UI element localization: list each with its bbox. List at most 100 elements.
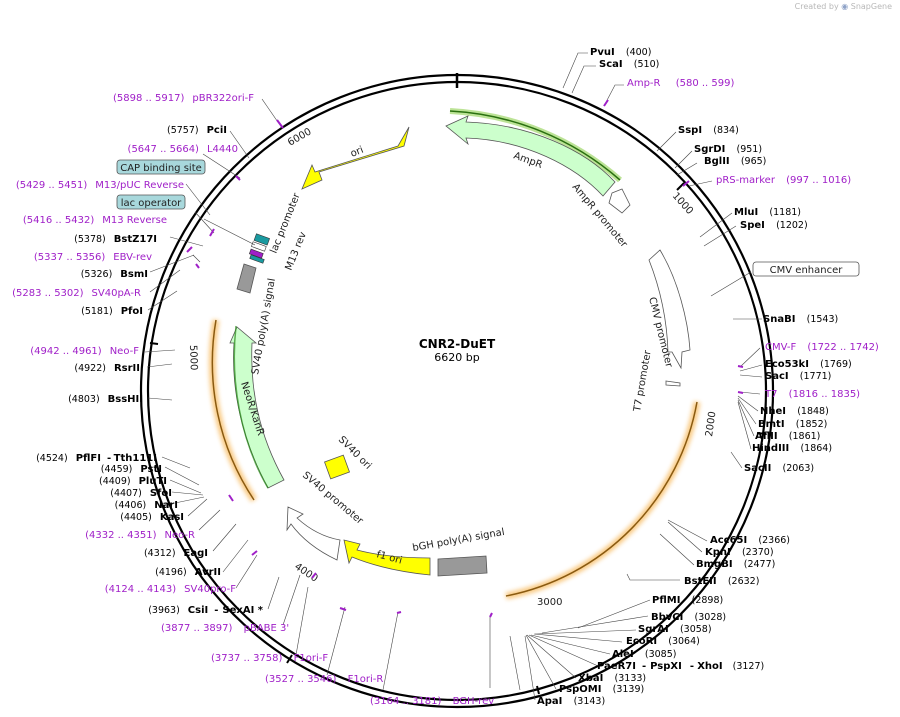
primer-f1ori-r[interactable]: F1ori-R	[348, 674, 384, 685]
site-bsteii[interactable]: BstEII	[684, 576, 717, 587]
plasmid-size: 6620 bp	[434, 351, 479, 364]
site-sgrdi[interactable]: SgrDI	[694, 144, 725, 155]
site-bbvci-pos: (3028)	[695, 612, 727, 623]
site-sgrai-pos: (3058)	[680, 624, 712, 635]
primer-sv40pa-r[interactable]: SV40pA-R	[92, 288, 141, 299]
site-kasi[interactable]: KasI	[160, 512, 184, 523]
cap-site-label[interactable]: CAP binding site	[120, 163, 202, 174]
site-pflmi-pos: (2898)	[692, 595, 724, 606]
svg-text:(4409)PluTI: (4409)PluTI	[99, 476, 167, 487]
site-sfoi-pos: (4407)	[110, 488, 142, 499]
site-tth111i[interactable]: Tth111I	[114, 453, 157, 464]
site-pspxi[interactable]: PspXI	[650, 661, 682, 672]
primer-l4440[interactable]: L4440	[207, 144, 238, 155]
primer-ebv-rev[interactable]: EBV-rev	[113, 252, 152, 263]
sv40-ori-block	[324, 454, 350, 480]
site-apai-pos: (3143)	[574, 696, 606, 707]
primer-pbr322ori-f[interactable]: pBR322ori-F	[192, 93, 254, 104]
svg-text:(4524)PflFI-Tth111I: (4524)PflFI-Tth111I	[36, 453, 157, 464]
site-scai-pos: (510)	[634, 59, 660, 70]
lac-promoter-block	[251, 241, 267, 252]
site-avrii[interactable]: AvrII	[195, 567, 221, 578]
site-pcii[interactable]: PciI	[207, 125, 227, 136]
site-eagi[interactable]: EagI	[184, 548, 208, 559]
primer-neo-f[interactable]: Neo-F	[110, 346, 140, 357]
site-paer7i[interactable]: PaeR7I	[597, 661, 636, 672]
svg-text:Acc65I (2366): Acc65I (2366)	[710, 535, 790, 546]
site-bsshii[interactable]: BssHII	[108, 394, 143, 405]
site-alei-pos: (3085)	[645, 649, 677, 660]
svg-text:SgrAI (3058): SgrAI (3058)	[638, 624, 712, 635]
site-xbai[interactable]: XbaI	[578, 673, 603, 684]
site-bmgbi[interactable]: BmgBI	[696, 559, 733, 570]
site-pluti[interactable]: PluTI	[139, 476, 167, 487]
site-pvui[interactable]: PvuI	[590, 47, 615, 58]
site-sacii[interactable]: SacII	[744, 463, 771, 474]
primer-pbabe3[interactable]: pBABE 3'	[244, 623, 290, 634]
site-saci[interactable]: SacI	[765, 371, 789, 382]
site-ecori-pos: (3064)	[668, 636, 700, 647]
primer-amp-r[interactable]: Amp-R	[627, 78, 661, 89]
site-bbvci[interactable]: BbvCI	[651, 612, 683, 623]
primer-neo-r[interactable]: Neo-R	[165, 530, 196, 541]
site-rsrii[interactable]: RsrII	[114, 363, 140, 374]
left-labels: (5898 .. 5917)pBR322ori-F (5757)PciI (56…	[12, 93, 264, 616]
svg-text:AflII (1861): AflII (1861)	[755, 431, 820, 442]
site-bmti[interactable]: BmtI	[758, 419, 785, 430]
site-pflfi[interactable]: PflFI	[76, 453, 101, 464]
primer-prs-marker[interactable]: pRS-marker	[716, 175, 776, 186]
primer-pbr322ori-f-pos: (5898 .. 5917)	[113, 93, 185, 104]
primer-m13puc-rev[interactable]: M13/pUC Reverse	[95, 180, 184, 191]
site-spei[interactable]: SpeI	[740, 220, 765, 231]
primer-t7[interactable]: T7	[764, 389, 777, 400]
site-acc65i[interactable]: Acc65I	[710, 535, 747, 546]
site-bsmi-pos: (5326)	[81, 269, 113, 280]
primer-m13puc-rev-pos: (5429 .. 5451)	[16, 180, 88, 191]
svg-text:AleI (3085): AleI (3085)	[612, 649, 676, 660]
site-alei[interactable]: AleI	[612, 649, 634, 660]
lac-operator-label[interactable]: lac operator	[121, 198, 182, 209]
primer-sv40pro-f[interactable]: SV40pro-F	[184, 584, 236, 595]
site-bstz17i[interactable]: BstZ17I	[114, 234, 157, 245]
primer-bgh-rev[interactable]: BGH-rev	[453, 696, 495, 707]
primer-sv40pa-r-pos: (5283 .. 5302)	[12, 288, 84, 299]
site-pflmi[interactable]: PflMI	[652, 595, 680, 606]
site-csii[interactable]: CsiI	[188, 605, 208, 616]
site-eco53ki-pos: (1769)	[820, 359, 852, 370]
t7-promoter-arrow	[665, 380, 681, 387]
primer-m13-rev[interactable]: M13 Reverse	[102, 215, 167, 226]
site-hindiii[interactable]: HindIII	[752, 443, 789, 454]
site-kpni[interactable]: KpnI	[705, 547, 731, 558]
site-sexai[interactable]: SexAI *	[222, 605, 263, 616]
site-nari[interactable]: NarI	[154, 500, 178, 511]
t7-promoter-label: T7 promoter	[632, 349, 654, 414]
site-bsmi[interactable]: BsmI	[120, 269, 148, 280]
site-apai[interactable]: ApaI	[537, 696, 562, 707]
site-sgrai[interactable]: SgrAI	[638, 624, 669, 635]
primer-f1ori-f[interactable]: F1ori-F	[294, 653, 329, 664]
cmv-enhancer-label[interactable]: CMV enhancer	[770, 265, 844, 276]
site-snabi[interactable]: SnaBI	[763, 314, 795, 325]
svg-text:(4405)KasI: (4405)KasI	[120, 512, 184, 523]
primer-cmv-f[interactable]: CMV-F	[765, 342, 796, 353]
site-nhei[interactable]: NheI	[760, 406, 786, 417]
site-pspomi[interactable]: PspOMI	[559, 684, 601, 695]
site-eagi-pos: (4312)	[144, 548, 176, 559]
cap-site-box	[116, 159, 206, 175]
site-pfoi[interactable]: PfoI	[121, 306, 143, 317]
site-xhoi[interactable]: XhoI	[697, 661, 722, 672]
site-pvui-pos: (400)	[626, 47, 652, 58]
site-eco53ki[interactable]: Eco53kI	[765, 359, 809, 370]
ampr-promoter-arrow	[608, 188, 631, 214]
f1-ori-arrow	[343, 539, 431, 576]
site-scai[interactable]: ScaI	[599, 59, 623, 70]
site-psti[interactable]: PstI	[140, 464, 162, 475]
site-sfoi[interactable]: SfoI	[150, 488, 172, 499]
site-mlui[interactable]: MluI	[734, 207, 758, 218]
svg-text:BglII (965): BglII (965)	[704, 156, 766, 167]
site-bglii[interactable]: BglII	[704, 156, 730, 167]
site-aflii[interactable]: AflII	[755, 431, 778, 442]
site-ecori[interactable]: EcoRI	[626, 636, 657, 647]
site-sspi[interactable]: SspI	[678, 125, 702, 136]
site-xhoi-pos: (3127)	[733, 661, 765, 672]
